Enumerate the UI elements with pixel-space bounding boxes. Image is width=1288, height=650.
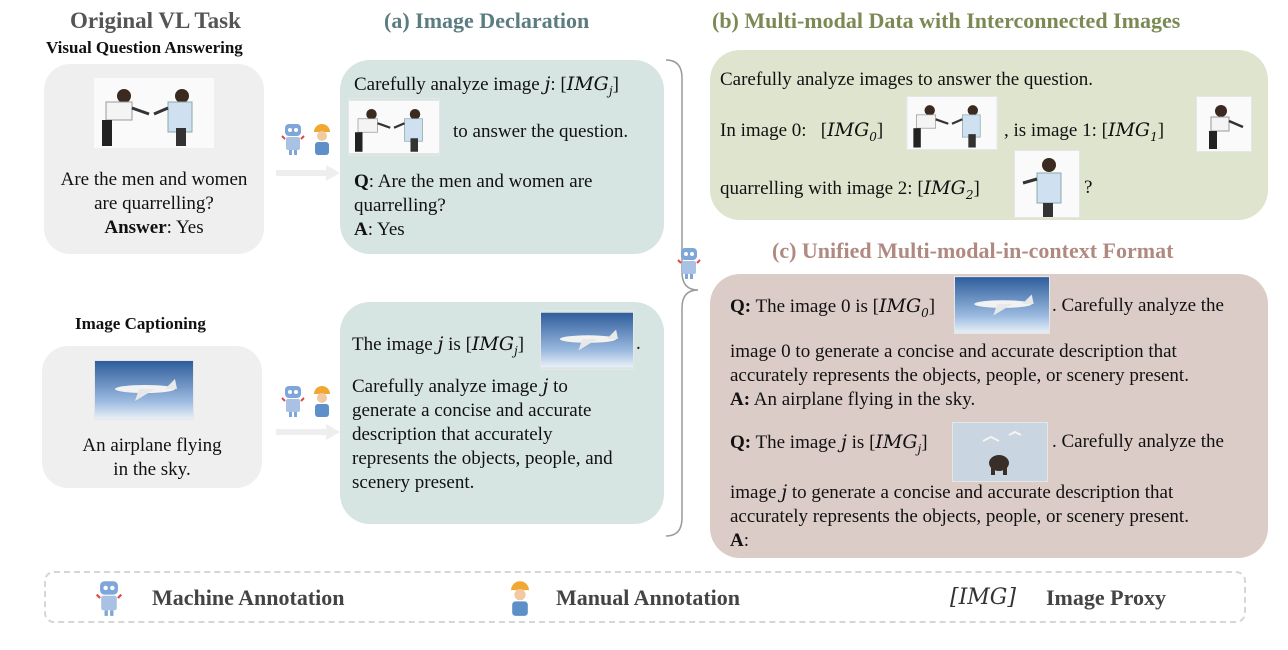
robot-icon	[95, 581, 123, 616]
c-q1b: . Carefully analyze the	[1052, 295, 1224, 316]
arrow-right-icon	[276, 165, 340, 181]
img-proxy: [IMG0]	[820, 119, 884, 144]
annotation-icons-bottom	[280, 384, 334, 423]
j-symbol: j	[840, 431, 847, 453]
a-label: A	[354, 219, 368, 240]
q-label: Q	[354, 171, 369, 192]
caption-line2: in the sky.	[113, 459, 191, 480]
caption-original-card: An airplane flying in the sky.	[42, 346, 262, 488]
c-q2a: The image	[751, 432, 841, 453]
a-label: A	[730, 530, 744, 551]
j-symbol: j	[781, 481, 788, 503]
img-proxy: [IMGj]	[869, 431, 928, 456]
img-proxy: [IMG2]	[917, 177, 980, 202]
vqa-original-card: Are the men and women are quarrelling? A…	[44, 64, 264, 254]
legend-proxy-symbol: [IMG]	[950, 585, 1016, 610]
c-q1-l2: image 0 to generate a concise and accura…	[730, 341, 1177, 362]
robot-icon	[677, 248, 701, 279]
img-proxy: [IMGj]	[560, 73, 619, 98]
a-vqa-line1: Carefully analyze image	[354, 74, 545, 95]
a-cap-l5: represents the objects, people, and	[352, 448, 613, 469]
b-line3b: ?	[1084, 177, 1093, 198]
c-q2-l3: accurately represents the objects, peopl…	[730, 506, 1189, 527]
is-text: is	[846, 432, 870, 453]
c-q2b: . Carefully analyze the	[1052, 431, 1224, 452]
a-cap-l4: description that accurately	[352, 424, 553, 445]
a-cap-line1: The image	[352, 334, 438, 355]
men-women-image	[906, 96, 998, 150]
a-label: A:	[730, 389, 751, 410]
vqa-question-line2: are quarrelling?	[94, 193, 214, 214]
airplane-image	[94, 360, 194, 420]
b-line3a: quarrelling with image 2:	[720, 178, 913, 199]
section-c-card: Q: The image 0 is [IMG0] . Carefully ana…	[710, 274, 1268, 558]
worker-icon	[314, 386, 330, 417]
section-a-vqa-card: Carefully analyze image j: [IMGj] to ans…	[340, 60, 664, 254]
a-cap-l3: generate a concise and accurate	[352, 400, 592, 421]
captioning-label: Image Captioning	[75, 314, 206, 333]
b-line2b: , is image 1:	[1004, 120, 1097, 141]
a-vqa-after-img: to answer the question.	[453, 121, 629, 142]
men-women-image	[94, 78, 214, 148]
q-label: Q:	[730, 432, 752, 453]
c-q2-l2b: to generate a concise and accurate descr…	[787, 482, 1174, 503]
a-cap-l2a: Carefully analyze image	[352, 376, 543, 397]
legend-manual: Manual Annotation	[556, 585, 740, 610]
legend-proxy-label: Image Proxy	[1046, 585, 1166, 610]
original-task-title: Original VL Task	[70, 8, 241, 33]
section-a-title: (a) Image Declaration	[384, 8, 590, 33]
annotation-icons-top	[280, 122, 334, 161]
a-vqa-question-l1: : Are the men and women are	[368, 171, 593, 192]
a-colon: :	[743, 530, 750, 551]
img-proxy: [IMG0]	[872, 295, 936, 320]
robot-icon	[281, 124, 305, 155]
a-cap-l6: scenery present.	[352, 472, 475, 493]
b-line2a: In image 0:	[720, 120, 807, 141]
worker-icon	[511, 581, 529, 616]
man-shouting-image	[1014, 150, 1080, 218]
a-vqa-question-l2: quarrelling?	[354, 195, 446, 216]
c-q1-l3: accurately represents the objects, peopl…	[730, 365, 1189, 386]
c-q2-l2a: image	[730, 482, 782, 503]
men-women-image	[348, 98, 440, 156]
section-a-caption-card: The image j is [IMGj] . Carefully analyz…	[340, 302, 664, 524]
c-q1a: The image 0 is	[751, 296, 873, 317]
robot-icon	[281, 386, 305, 417]
section-c-title: (c) Unified Multi-modal-in-context Forma…	[772, 238, 1174, 263]
airplane-image	[954, 276, 1050, 334]
woman-pointing-image	[1196, 96, 1252, 152]
vqa-question-line1: Are the men and women	[60, 169, 248, 190]
j-symbol: j	[542, 375, 549, 397]
a-cap-period: .	[636, 333, 641, 354]
j-symbol: j	[437, 333, 444, 355]
is-text: is	[443, 334, 466, 355]
legend-machine: Machine Annotation	[152, 585, 345, 610]
section-b-title: (b) Multi-modal Data with Interconnected…	[712, 8, 1181, 33]
section-b-card: Carefully analyze images to answer the q…	[710, 50, 1268, 220]
c-a1-text: An airplane flying in the sky.	[750, 389, 976, 410]
airplane-image	[540, 310, 634, 370]
vqa-label: Visual Question Answering	[46, 38, 243, 57]
colon: :	[550, 74, 561, 95]
a-cap-l2b: to	[548, 376, 568, 397]
vqa-answer: : Yes	[166, 217, 204, 238]
bird-bear-image	[952, 422, 1048, 482]
legend-box: Machine Annotation Manual Annotation [IM…	[44, 571, 1246, 623]
a-vqa-answer: : Yes	[367, 219, 405, 240]
b-line1: Carefully analyze images to answer the q…	[720, 69, 1094, 90]
brace-icon	[665, 59, 699, 537]
worker-icon	[314, 124, 330, 155]
j-symbol: j	[544, 73, 551, 95]
vqa-answer-label: Answer	[104, 217, 167, 238]
caption-line1: An airplane flying	[82, 435, 222, 456]
q-label: Q:	[730, 296, 752, 317]
img-proxy: [IMG1]	[1101, 119, 1165, 144]
img-proxy: [IMGj]	[465, 333, 525, 358]
arrow-right-icon	[276, 424, 340, 440]
